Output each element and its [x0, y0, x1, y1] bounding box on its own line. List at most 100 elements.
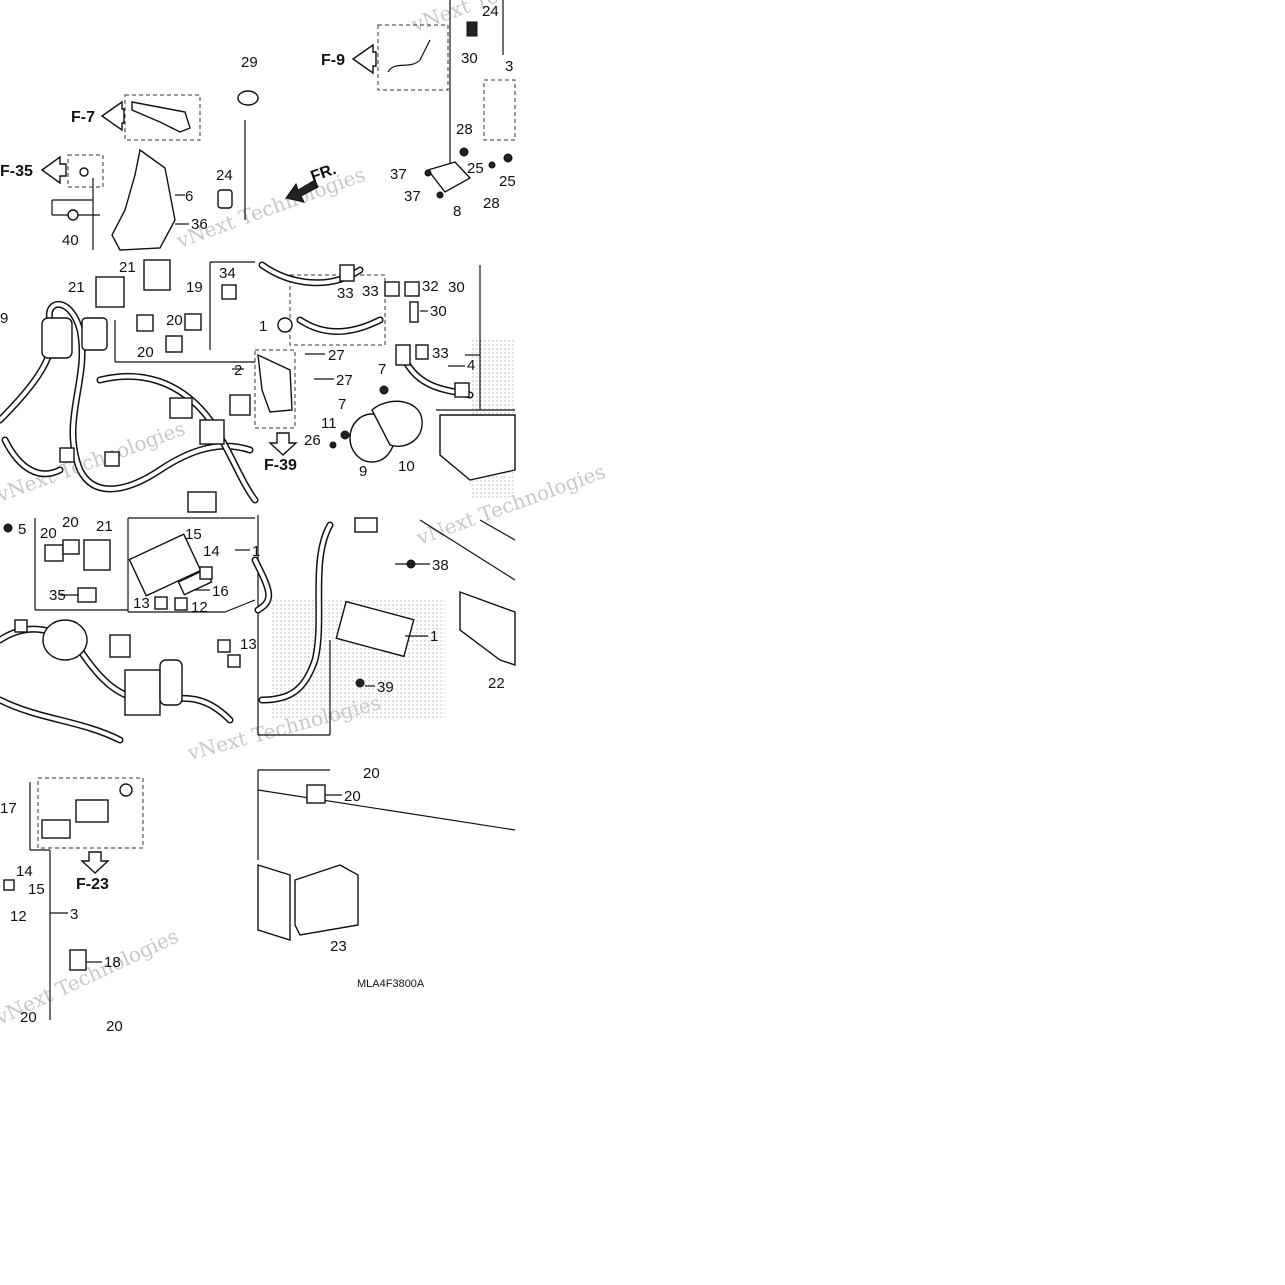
callout: 12	[10, 908, 27, 925]
clip-part	[217, 189, 233, 209]
callout: 20	[166, 312, 183, 329]
callout: 37	[390, 166, 407, 183]
callout: 27	[336, 372, 353, 389]
callout: 20	[40, 525, 57, 542]
connector-part	[41, 317, 73, 359]
callout-numbers: 24 30 3 29 28 37 25 25 37 28 8 6 24 36 4…	[0, 3, 516, 1035]
bracket-part	[387, 39, 431, 73]
fuse-part	[154, 596, 168, 610]
section-ref-f7: F-7	[71, 109, 95, 126]
relay-part	[44, 544, 64, 562]
callout: 30	[448, 279, 465, 296]
callout: 20	[106, 1018, 123, 1035]
callout: 39	[377, 679, 394, 696]
control-unit-part	[294, 864, 359, 936]
callout: 36	[191, 216, 208, 233]
connector-part	[42, 619, 88, 661]
callout: 30	[461, 50, 478, 67]
connector-part	[59, 447, 75, 463]
connector-part	[124, 669, 161, 716]
callout: 14	[16, 863, 33, 880]
drawing-code: MLA4F3800A	[357, 978, 425, 990]
callout: 11	[321, 415, 337, 432]
relay-part	[95, 276, 125, 308]
callout: 24	[216, 167, 233, 184]
connector-part	[454, 382, 470, 398]
connector-part	[109, 634, 131, 658]
connector-part	[81, 317, 108, 351]
connector-part	[69, 949, 87, 971]
reference-arrows	[40, 43, 377, 874]
callout: 28	[483, 195, 500, 212]
watermark: vNext Technologies	[408, 0, 604, 37]
callout: 34	[219, 265, 236, 282]
callout: 40	[62, 232, 79, 249]
callout: 7	[378, 361, 386, 378]
clip-part	[277, 317, 293, 333]
fuse-part	[3, 879, 15, 891]
connector-part	[229, 394, 251, 416]
arrow-down-icon	[268, 432, 298, 456]
bracket-part	[426, 161, 472, 193]
callout: 27	[328, 347, 345, 364]
callout: 22	[488, 675, 505, 692]
callout: 20	[363, 765, 380, 782]
cover-part	[111, 148, 176, 251]
section-ref-f35: F-35	[0, 163, 33, 180]
callout: 21	[68, 279, 85, 296]
callout: 15	[185, 526, 202, 543]
control-unit-part	[459, 591, 516, 666]
callout: 24	[482, 3, 499, 20]
connector-part	[104, 451, 120, 467]
relay-part	[62, 539, 80, 555]
callout-leaders	[50, 194, 465, 963]
parts	[0, 21, 516, 971]
dashed-groups	[37, 24, 516, 849]
connector-part	[409, 301, 419, 323]
connector-part	[339, 264, 355, 282]
callout: 3	[70, 906, 78, 923]
front-direction-arrow-icon	[285, 179, 319, 203]
leader-lines	[29, 0, 516, 1020]
callout: 20	[137, 344, 154, 361]
horn-part	[371, 400, 423, 447]
callout: 29	[241, 54, 258, 71]
callout: 20	[344, 788, 361, 805]
connector-part	[169, 397, 193, 419]
callout: 26	[304, 432, 321, 449]
callout: 4	[467, 357, 475, 374]
callout: 38	[432, 557, 449, 574]
callout: 12	[191, 599, 208, 616]
connector-part	[384, 281, 400, 297]
watermark: vNext Technologies	[173, 162, 369, 253]
relay-part	[306, 784, 326, 804]
callout: 18	[104, 954, 121, 971]
sensor-part	[41, 819, 71, 839]
callout: 16	[212, 583, 229, 600]
callout: 21	[96, 518, 113, 535]
section-ref-f23: F-23	[76, 876, 109, 893]
callout: 19	[186, 279, 203, 296]
arrow-left-icon	[351, 43, 377, 75]
connector-part	[227, 654, 241, 668]
connector-part	[187, 491, 217, 513]
sensor-part	[75, 799, 109, 823]
callout: 9	[0, 310, 8, 327]
callout: 33	[337, 285, 354, 302]
section-ref-f39: F-39	[264, 457, 297, 474]
callout: 1	[430, 628, 438, 645]
callout: 21	[119, 259, 136, 276]
connector-part	[354, 517, 378, 533]
callout: 13	[240, 636, 257, 653]
grommet-part	[79, 167, 89, 177]
callout: 8	[453, 203, 461, 220]
callout: 6	[185, 188, 193, 205]
connector-part	[395, 344, 411, 366]
callout: 13	[133, 595, 150, 612]
connector-part	[404, 281, 420, 297]
callout: 35	[49, 587, 66, 604]
relay-part	[83, 539, 111, 571]
callout: 1	[252, 543, 260, 560]
callout: 5	[18, 521, 26, 538]
